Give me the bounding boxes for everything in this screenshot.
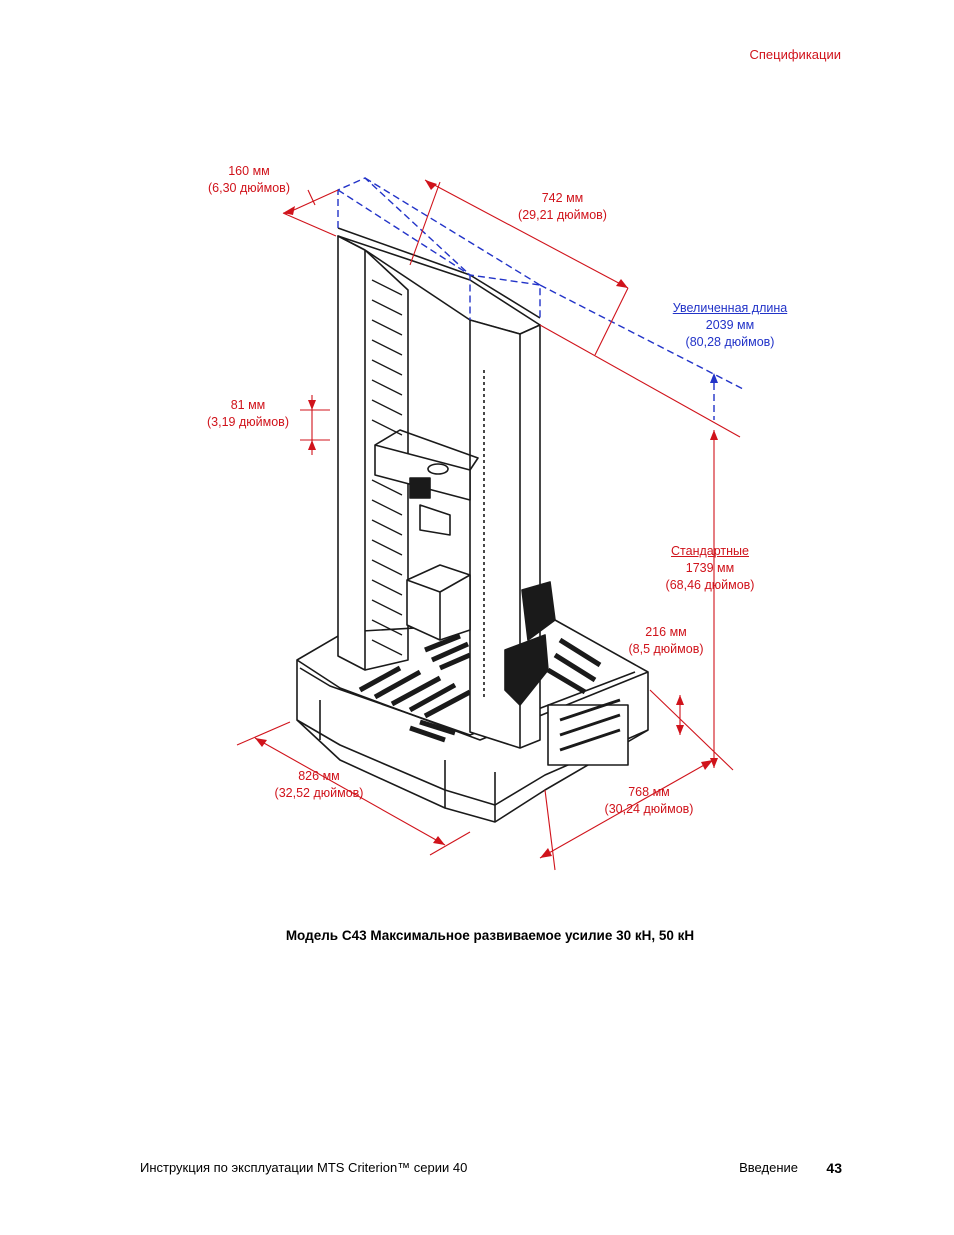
dim-81-mm: 81 мм	[230, 398, 266, 412]
dim-768-in: (30,24 дюймов)	[604, 802, 694, 816]
dim-standard: Стандартные 1739 мм (68,46 дюймов)	[655, 543, 765, 594]
dim-160: 160 мм (6,30 дюймов)	[199, 163, 299, 197]
footer-section: Введение	[739, 1160, 798, 1175]
dim-742: 742 мм (29,21 дюймов)	[510, 190, 615, 224]
dim-standard-mm: 1739 мм	[685, 561, 735, 575]
dim-81: 81 мм (3,19 дюймов)	[198, 397, 298, 431]
figure-caption: Модель C43 Максимальное развиваемое усил…	[285, 928, 695, 943]
dim-81-in: (3,19 дюймов)	[207, 415, 289, 429]
dim-extended-mm: 2039 мм	[705, 318, 755, 332]
running-header: Спецификации	[749, 47, 842, 62]
dim-160-in: (6,30 дюймов)	[208, 181, 290, 195]
page-number: 43	[826, 1160, 842, 1176]
dim-extended-label: Увеличенная длина	[672, 301, 788, 315]
dim-extended: Увеличенная длина 2039 мм (80,28 дюймов)	[660, 300, 800, 351]
dim-768-mm: 768 мм	[628, 785, 670, 799]
dim-216-in: (8,5 дюймов)	[628, 642, 704, 656]
dim-standard-label: Стандартные	[671, 544, 749, 558]
dim-216: 216 мм (8,5 дюймов)	[616, 624, 716, 658]
dim-826-mm: 826 мм	[298, 769, 340, 783]
dim-standard-in: (68,46 дюймов)	[665, 578, 755, 592]
dim-216-mm: 216 мм	[645, 625, 687, 639]
footer-manual-title: Инструкция по эксплуатации MTS Criterion…	[140, 1160, 468, 1175]
machine-outline	[296, 227, 649, 823]
dim-160-mm: 160 мм	[228, 164, 270, 178]
dim-extended-in: (80,28 дюймов)	[685, 335, 775, 349]
dim-826: 826 мм (32,52 дюймов)	[264, 768, 374, 802]
dim-742-mm: 742 мм	[541, 191, 584, 205]
machine-drawing	[236, 177, 746, 871]
extended-outline	[337, 177, 746, 420]
dim-768: 768 мм (30,24 дюймов)	[594, 784, 704, 818]
dim-826-in: (32,52 дюймов)	[274, 786, 364, 800]
dim-742-in: (29,21 дюймов)	[518, 208, 607, 222]
